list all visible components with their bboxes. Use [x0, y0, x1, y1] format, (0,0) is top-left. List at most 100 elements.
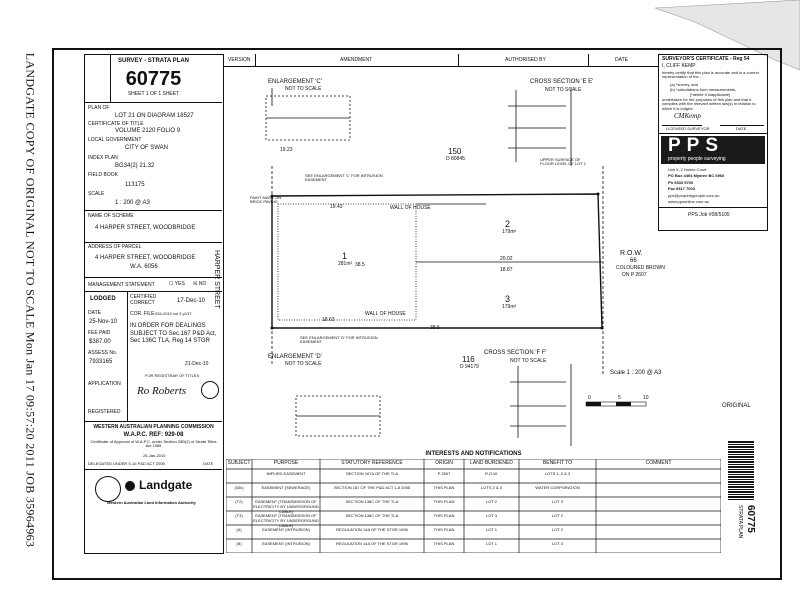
table-cell: REGULATION 14A OF THE STGR 1996: [336, 541, 408, 546]
landgate-logo-icon: [125, 481, 135, 491]
table-cell: R.O.W.: [485, 471, 498, 476]
registered-label: REGISTERED: [88, 409, 121, 415]
col-subject: SUBJECT: [227, 460, 251, 466]
side-watermark-text: LANDGATE COPY OF ORIGINAL NOT TO SCALE M…: [23, 52, 38, 548]
licensed-surveyor-label: LICENSED SURVEYOR: [666, 126, 710, 131]
enlargement-c-nts: NOT TO SCALE: [285, 86, 322, 92]
strata-plan-number: 60775: [745, 505, 756, 533]
plan-of-value: LOT 21 ON DIAGRAM 18527: [115, 113, 194, 119]
address-value-line1: 4 HARPER STREET, WOODBRIDGE: [95, 255, 196, 261]
table-cell: REGULATION 14A OF THE STGR 1996: [336, 527, 408, 532]
lot-1-area: 281m²: [338, 261, 353, 267]
table-cell: LOT 1: [485, 541, 498, 546]
table-cell: (33k): [234, 485, 244, 490]
pps-logo-letters: PPS: [668, 135, 725, 156]
applicant-label: APPLICATION: [88, 381, 121, 387]
table-cell: THIS PLAN: [433, 499, 455, 504]
seal-icon: [201, 381, 219, 399]
paint-mark-label: PAINT MARK ON BRICK PAVING: [250, 195, 282, 205]
field-book-label: FIELD BOOK: [88, 172, 119, 178]
pps-logo: [661, 136, 765, 164]
dimension-b: 18.63: [322, 317, 335, 323]
col-statutory: STATUTORY REFERENCE: [341, 460, 403, 466]
wa-crest-icon: [95, 476, 121, 502]
plan-drawing: [265, 88, 647, 446]
index-plan-value: BG34(2) 21.32: [115, 163, 155, 169]
plan-type: SURVEY - STRATA PLAN: [117, 58, 189, 64]
upper-surface-label: UPPER SURFACE OF FLOOR LEVEL OF LOT 1: [540, 157, 587, 167]
firm-web: www.ppsonline.com.au: [668, 199, 709, 204]
lodged-label: LODGED: [90, 296, 116, 302]
certified-date: 17-Dec-10: [177, 298, 206, 304]
row-label: R.O.W.: [620, 250, 643, 257]
surveyor-item-a: (a) *survey, and: [670, 82, 698, 87]
delegated-label: DELEGATED UNDER S.16 P&D ACT 2005: [88, 461, 165, 466]
table-cell: IMPLIED EASEMENT: [266, 471, 306, 476]
dimension-mid2: 18.87: [500, 267, 513, 273]
row-plan: ON P 2607: [622, 272, 647, 278]
delegated-date-label: DATE: [203, 461, 214, 466]
street-name: HARPER STREET: [213, 250, 220, 309]
lot-150-number: 150: [448, 147, 462, 156]
table-cell: SECTION 167A OF THE TLA: [345, 471, 399, 476]
wapc-ref: W.A.P.C. REF: 929-08: [123, 432, 184, 438]
table-cell: EASEMENT (TRANSMISSION OF ELECTRICITY BY…: [253, 513, 319, 528]
dimension-mid: 20.02: [500, 256, 513, 262]
table-cell: (T2): [235, 499, 243, 504]
pps-job-number: PPS Job #08/5105: [688, 212, 730, 218]
authorised-by-header: AUTHORISED BY: [505, 57, 546, 63]
lodged-date-label: DATE: [88, 310, 101, 316]
plan-sheet-border: [52, 48, 782, 580]
registrar-signature: Ro Roberts: [137, 385, 187, 397]
fee-value: $387.00: [89, 339, 111, 345]
barcode: [728, 440, 754, 500]
dimension-west: 19.23: [280, 147, 293, 153]
pps-tagline: property people surveying: [668, 156, 726, 162]
col-comment: COMMENT: [645, 460, 672, 466]
lot-2-area: 179m²: [502, 229, 517, 235]
cross-section-f-nts: NOT TO SCALE: [510, 358, 547, 364]
table-cell: LOTS 1, 2 & 3: [544, 471, 571, 476]
fee-label: FEE PAID: [88, 330, 111, 336]
enlargement-d-title: ENLARGEMENT 'D': [268, 354, 322, 360]
notifications-grid: [226, 459, 721, 553]
table-cell: (A): [236, 527, 242, 532]
mgmt-yes-checkbox: ☐ YES: [169, 281, 185, 287]
table-cell: WATER CORPORATION: [535, 485, 580, 490]
landgate-name: Landgate: [139, 478, 193, 492]
table-cell: EASEMENT (INTRUSION): [262, 541, 310, 546]
see-enlargement-c: SEE ENLARGEMENT 'C' FOR INTRUSION EASEME…: [305, 173, 383, 183]
cross-section-e-nts: NOT TO SCALE: [545, 87, 582, 93]
scheme-value: 4 HARPER STREET, WOODBRIDGE: [95, 225, 196, 231]
surveyor-certificate-panel: [658, 54, 768, 231]
cross-section-f-title: CROSS SECTION 'F F': [484, 350, 547, 356]
table-cell: LOT 3: [551, 541, 564, 546]
table-cell: EASEMENT (INTRUSION): [262, 527, 310, 532]
plan-of-label: PLAN OF: [88, 105, 110, 111]
col-purpose: PURPOSE: [273, 460, 299, 466]
cor-file-value: 434-2010 vol 3 p137: [155, 311, 192, 316]
table-cell: SECTION 136C OF THE TLA: [345, 499, 399, 504]
table-cell: LOT 2: [551, 513, 564, 518]
table-cell: THIS PLAN: [433, 541, 455, 546]
table-cell: EASEMENT (SEWERAGE): [261, 485, 311, 490]
registrar-label: FOR REGISTRAR OF TITLES: [145, 373, 200, 378]
mgmt-no-checkbox: ☒ NO: [193, 281, 207, 287]
table-cell: THIS PLAN: [433, 485, 455, 490]
scale-value: 1 : 200 @ A3: [115, 200, 150, 206]
surveyor-body: hereby certify that this plan is accurat…: [662, 70, 759, 80]
firm-fax: Fax 9317 7003: [668, 186, 695, 191]
col-benefit-to: BENEFIT TO: [542, 460, 573, 466]
scale-tick-10: 10: [643, 395, 649, 401]
certificate-value: VOLUME 2120 FOLIO 9: [115, 128, 181, 134]
management-statement-label: MANAGEMENT STATEMENT: [88, 282, 155, 288]
wapc-certificate: Certificate of Approval of W.A.P.C. unde…: [90, 439, 217, 449]
scale-tick-5: 5: [618, 395, 621, 401]
table-cell: P 2607: [437, 471, 451, 476]
version-header: VERSION: [228, 57, 251, 63]
page-fold: [655, 0, 800, 70]
certificate-label: CERTIFICATE OF TITLE: [88, 121, 144, 127]
table-cell: THIS PLAN: [433, 513, 455, 518]
amendment-header-label: AMENDMENT: [340, 57, 373, 63]
notifications-table: SUBJECT PURPOSE STATUTORY REFERENCE ORIG…: [226, 453, 721, 553]
